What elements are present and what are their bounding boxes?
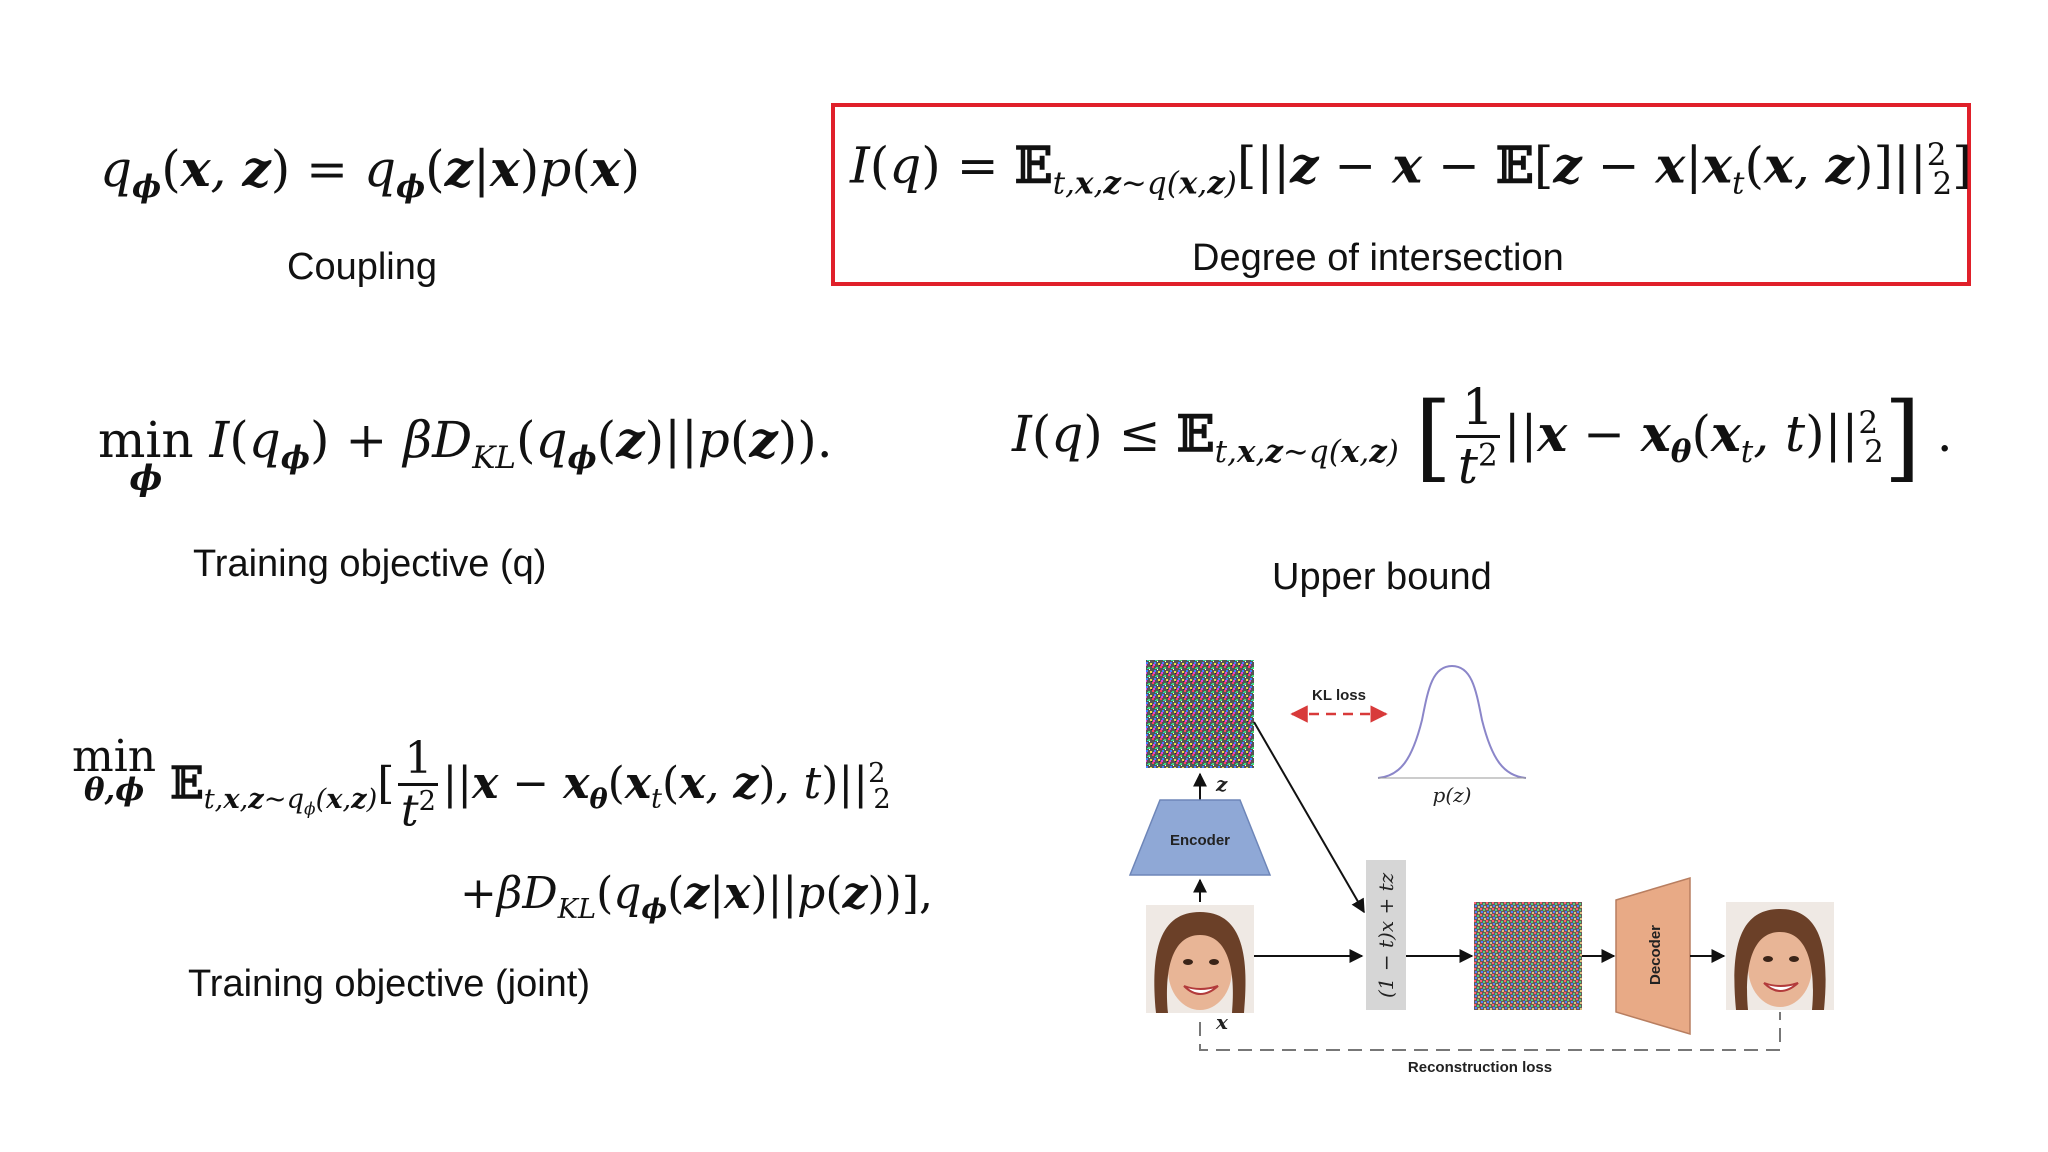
- coupling-caption: Coupling: [287, 246, 437, 288]
- z-label-top: z: [1215, 772, 1228, 796]
- gaussian-curve: [1377, 664, 1527, 779]
- kl-loss-label: KL loss: [1312, 687, 1366, 704]
- upper-bound-caption: Upper bound: [1272, 556, 1492, 598]
- decoder-block: [1615, 876, 1691, 1036]
- degree-equation: I(q) = 𝔼t,x,z∼q(x,z)[||z − x − 𝔼[z − x|x…: [850, 135, 1972, 202]
- training-q-caption: Training objective (q): [193, 543, 547, 585]
- pz-label: p(z): [1433, 783, 1472, 807]
- degree-caption: Degree of intersection: [1192, 237, 1564, 279]
- reconstruction-loss-line: [1199, 1012, 1781, 1051]
- x-label: x: [1215, 1010, 1229, 1034]
- reconstruction-loss-label: Reconstruction loss: [1408, 1059, 1552, 1076]
- coupling-equation: qϕ(x, z) = qϕ(z|x)p(x): [100, 139, 641, 205]
- input-face-image: [1146, 905, 1254, 1013]
- output-face-image: [1726, 902, 1834, 1010]
- interpolation-block: [1366, 860, 1406, 1010]
- noisy-image-xt: [1474, 902, 1582, 1010]
- training-joint-caption: Training objective (joint): [188, 963, 590, 1005]
- training-joint-equation-line2: +βDKL(qϕ(z|x)||p(z))],: [460, 868, 933, 925]
- interpolation-label: (1 − t)x + tz: [1374, 872, 1398, 998]
- architecture-diagram: z Encoder x (1 − t)x + tz Decoder R: [1128, 660, 1834, 1076]
- decoder-label: Decoder: [1647, 925, 1664, 985]
- encoder-label: Encoder: [1170, 832, 1230, 849]
- highlight-box: [831, 103, 1971, 286]
- encoder-block: [1128, 799, 1272, 876]
- noise-image-z: [1146, 660, 1254, 768]
